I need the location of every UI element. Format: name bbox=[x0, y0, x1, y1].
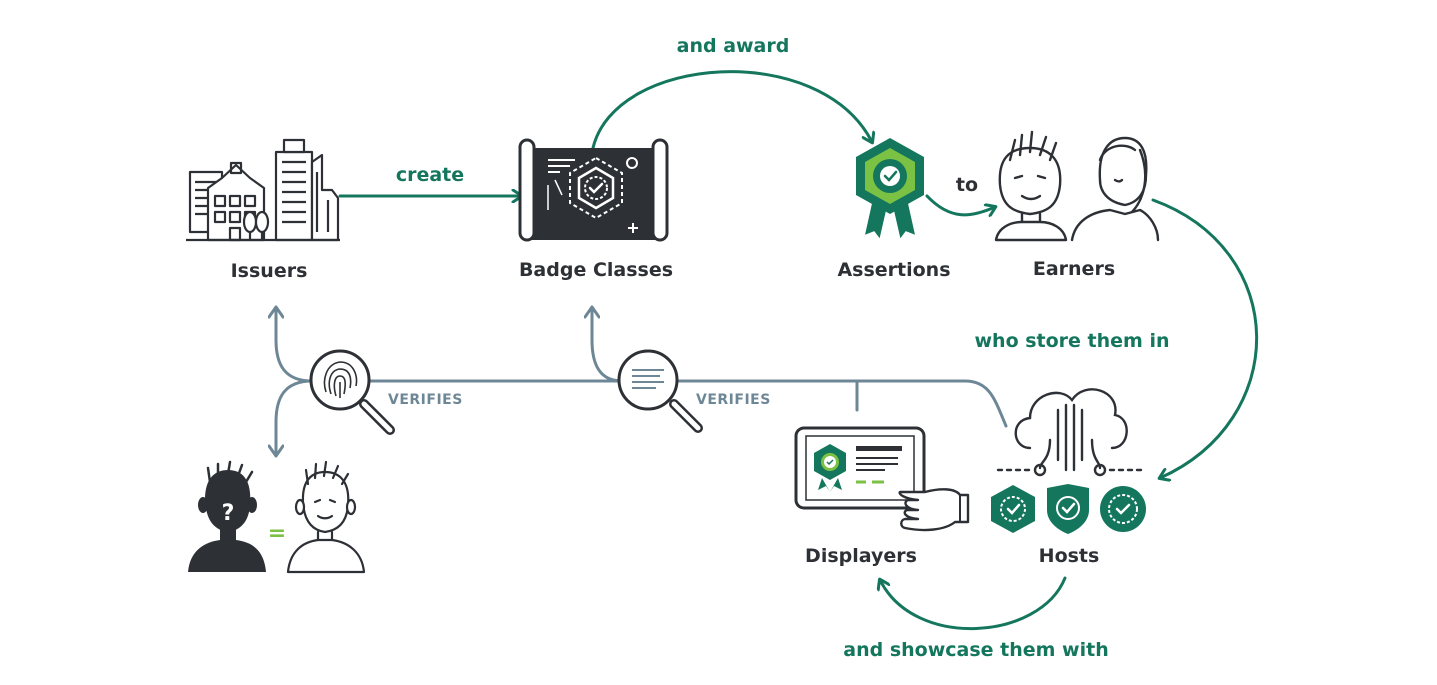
label-hosts: Hosts bbox=[1039, 545, 1100, 567]
arrow-and-award bbox=[591, 70, 872, 150]
label-showcase: and showcase them with bbox=[843, 639, 1108, 661]
label-to: to bbox=[956, 174, 978, 196]
label-create: create bbox=[396, 164, 464, 186]
label-who-store: who store them in bbox=[974, 330, 1169, 352]
label-badge-classes: Badge Classes bbox=[519, 259, 673, 281]
arrow-to bbox=[925, 194, 995, 215]
label-displayers: Displayers bbox=[805, 545, 917, 567]
silhouette-icon: ? bbox=[188, 460, 266, 572]
label-assertions: Assertions bbox=[837, 259, 950, 281]
document-magnifier-icon bbox=[617, 349, 703, 433]
label-earners: Earners bbox=[1033, 258, 1115, 280]
ribbon-badge-icon bbox=[856, 138, 924, 242]
tablet-hand-icon bbox=[794, 426, 970, 532]
two-people-icon bbox=[994, 130, 1160, 242]
label-verifies-1: VERIFIES bbox=[388, 392, 463, 408]
question-mark: ? bbox=[222, 501, 235, 526]
arrow-up-badge-classes bbox=[592, 308, 624, 383]
label-and-award: and award bbox=[677, 35, 790, 57]
arrow-showcase bbox=[880, 576, 1067, 631]
verify-lines bbox=[276, 308, 1008, 455]
label-verifies-2: VERIFIES bbox=[696, 392, 771, 408]
flow-arrows bbox=[338, 70, 1259, 631]
arrow-who-store bbox=[1151, 198, 1259, 478]
buildings-icon bbox=[186, 138, 340, 242]
shield-badges-icon bbox=[991, 484, 1146, 534]
blueprint-badge-icon bbox=[518, 138, 669, 242]
equals-sign: = bbox=[268, 521, 286, 546]
arrow-up-issuers bbox=[276, 308, 314, 383]
fingerprint-magnifier-icon bbox=[309, 349, 395, 435]
label-issuers: Issuers bbox=[231, 260, 308, 282]
cloud-network-icon bbox=[996, 388, 1144, 477]
person-face-icon bbox=[286, 460, 366, 574]
arrow-down-identity bbox=[276, 379, 314, 455]
